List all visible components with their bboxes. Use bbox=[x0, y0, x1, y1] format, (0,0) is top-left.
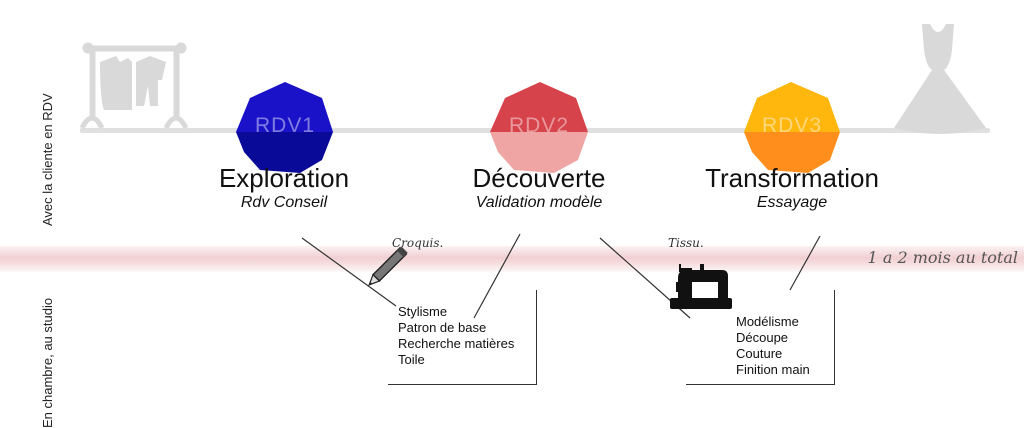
stage-title-decouverte: Découverte bbox=[472, 163, 606, 193]
list-item: Toile bbox=[398, 352, 425, 367]
rdv3-gem bbox=[744, 82, 840, 173]
stage-subtitle-exploration: Rdv Conseil bbox=[240, 194, 328, 211]
rdv3-badge: RDV3 bbox=[761, 114, 823, 137]
list-item: Stylisme bbox=[398, 304, 448, 319]
list-item: Modélisme bbox=[736, 314, 799, 329]
croquis-note: Croquis. bbox=[392, 236, 444, 250]
duration-band bbox=[0, 246, 1024, 272]
stage-subtitle-transformation: Essayage bbox=[756, 194, 828, 211]
connector-line bbox=[301, 237, 397, 307]
list-item: Découpe bbox=[736, 330, 789, 345]
rdv1-badge: RDV1 bbox=[254, 114, 316, 137]
studio-task-list: Modélisme Découpe Couture Finition main bbox=[736, 314, 810, 378]
duration-note: 1 a 2 mois au total bbox=[867, 248, 1018, 267]
list-item: Recherche matières bbox=[398, 336, 515, 351]
rdv2-badge: RDV2 bbox=[508, 114, 570, 137]
list-item: Finition main bbox=[736, 362, 810, 377]
sewing-machine-icon bbox=[670, 264, 732, 309]
studio-box-2: Modélisme Découpe Couture Finition main bbox=[686, 290, 835, 385]
stage-title-exploration: Exploration bbox=[218, 163, 350, 193]
rdv1-gem bbox=[236, 82, 333, 173]
pencil-icon bbox=[368, 246, 408, 286]
studio-task-list: Stylisme Patron de base Recherche matièr… bbox=[398, 304, 514, 368]
list-item: Patron de base bbox=[398, 320, 487, 335]
list-item: Couture bbox=[736, 346, 783, 361]
clothes-rack-icon bbox=[79, 42, 189, 130]
tissu-note: Tissu. bbox=[668, 236, 704, 250]
rdv2-gem bbox=[490, 82, 588, 173]
studio-box-1: Stylisme Patron de base Recherche matièr… bbox=[388, 290, 537, 385]
stage-title-transformation: Transformation bbox=[705, 163, 879, 193]
stage-subtitle-decouverte: Validation modèle bbox=[475, 194, 603, 211]
dress-icon bbox=[894, 24, 986, 134]
connector-line bbox=[789, 235, 821, 291]
connector-line bbox=[473, 233, 521, 319]
